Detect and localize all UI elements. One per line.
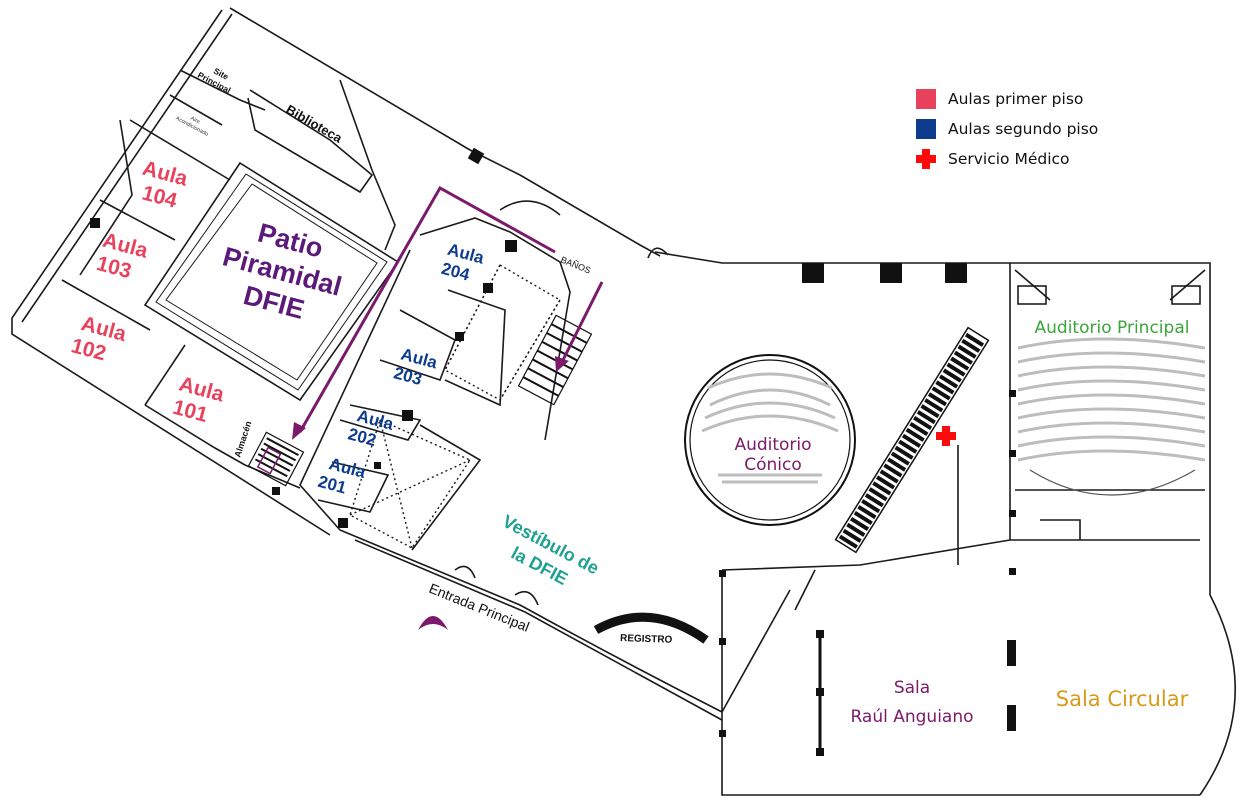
stair-step xyxy=(913,416,933,431)
legend-second-floor: Aulas segundo piso xyxy=(916,114,1098,144)
stair-step xyxy=(838,534,858,549)
stair-step xyxy=(957,344,977,359)
stair-step xyxy=(842,528,862,543)
stair-step xyxy=(942,368,962,383)
stair-step xyxy=(846,522,866,537)
svg-text:Aire: Aire xyxy=(189,116,200,126)
aula-101-label: Aula 101 xyxy=(170,373,226,428)
aula-201-label: Aula 201 xyxy=(316,454,368,497)
medical-service-icon xyxy=(936,426,956,446)
aula-103-label: Aula 103 xyxy=(94,229,150,283)
stair-step xyxy=(853,511,873,526)
sala-raul-label-2: Raúl Anguiano xyxy=(850,707,973,727)
sala-circular-label: Sala Circular xyxy=(1056,687,1189,711)
stair-step xyxy=(927,392,947,407)
first-floor-swatch xyxy=(916,89,936,109)
stair-step xyxy=(924,398,944,413)
stair-step xyxy=(916,410,936,425)
entrance-arrow-icon xyxy=(418,616,448,630)
stair-step xyxy=(935,380,955,395)
auditorio-conico xyxy=(684,354,856,526)
route-arrow-patio xyxy=(292,185,556,440)
stair-step xyxy=(901,433,922,448)
stair-step xyxy=(961,338,981,353)
stair-step xyxy=(946,362,966,377)
diagonal-staircase xyxy=(834,326,990,554)
legend-medical-label: Servicio Médico xyxy=(948,150,1070,168)
stair-step xyxy=(864,493,884,508)
medical-cross-icon xyxy=(916,149,936,169)
stair-step xyxy=(872,481,892,496)
sala-raul-label-1: Sala xyxy=(894,678,930,698)
auditorio-conico-label-2: Cónico xyxy=(744,455,802,475)
stair-step xyxy=(857,505,877,520)
aula-203-label: Aula 203 xyxy=(392,345,440,389)
stair-step xyxy=(898,439,918,454)
stair-step xyxy=(920,404,940,419)
stair-step xyxy=(931,386,951,401)
stair-step xyxy=(890,451,910,466)
legend-medical: Servicio Médico xyxy=(916,144,1098,174)
stair-step xyxy=(887,457,907,472)
stair-step xyxy=(909,421,929,436)
registro-label: REGISTRO xyxy=(620,633,673,646)
legend-second-floor-label: Aulas segundo piso xyxy=(948,120,1099,138)
auditorio-conico-label-1: Auditorio xyxy=(734,435,811,455)
stair-step xyxy=(849,516,870,531)
aire-acondicionado-label: Aire Acondicionado xyxy=(175,116,210,138)
biblioteca-label: Biblioteca xyxy=(284,102,346,146)
vestibulo-label: Vestíbulo de la DFIE xyxy=(499,511,602,589)
central-block-walls xyxy=(299,217,593,551)
stair-step xyxy=(868,487,888,502)
legend-first-floor-label: Aulas primer piso xyxy=(948,90,1084,108)
legend-first-floor: Aulas primer piso xyxy=(916,84,1098,114)
left-wing-walls xyxy=(11,7,661,536)
aula-202-label: Aula 202 xyxy=(346,406,396,450)
right-building-walls xyxy=(719,262,1236,796)
stair-step xyxy=(861,499,881,514)
stair-step xyxy=(883,463,903,478)
second-floor-swatch xyxy=(916,119,936,139)
legend: Aulas primer piso Aulas segundo piso Ser… xyxy=(916,84,1098,174)
stair-step xyxy=(939,374,959,389)
stair-step xyxy=(894,445,914,460)
stair-step xyxy=(875,475,896,490)
auditorio-principal-label: Auditorio Principal xyxy=(1035,318,1190,338)
route-arrow-banos xyxy=(555,281,604,372)
stair-step xyxy=(964,332,985,347)
patio-piramidal-label: Patio Piramidal DFIE xyxy=(220,218,345,325)
registro-arc xyxy=(593,612,709,644)
stair-step xyxy=(950,356,970,371)
stair-step xyxy=(905,427,925,442)
aula-102-label: Aula 102 xyxy=(69,312,129,365)
vestibule-walls xyxy=(339,200,1010,721)
aula-204-label: Aula 204 xyxy=(439,240,486,285)
stair-step xyxy=(879,469,899,484)
almacen-label: Almacén xyxy=(232,420,253,459)
site-principal-label: Site Principal xyxy=(196,66,232,96)
aula-104-label: Aula 104 xyxy=(140,157,191,213)
stair-step xyxy=(953,350,973,365)
